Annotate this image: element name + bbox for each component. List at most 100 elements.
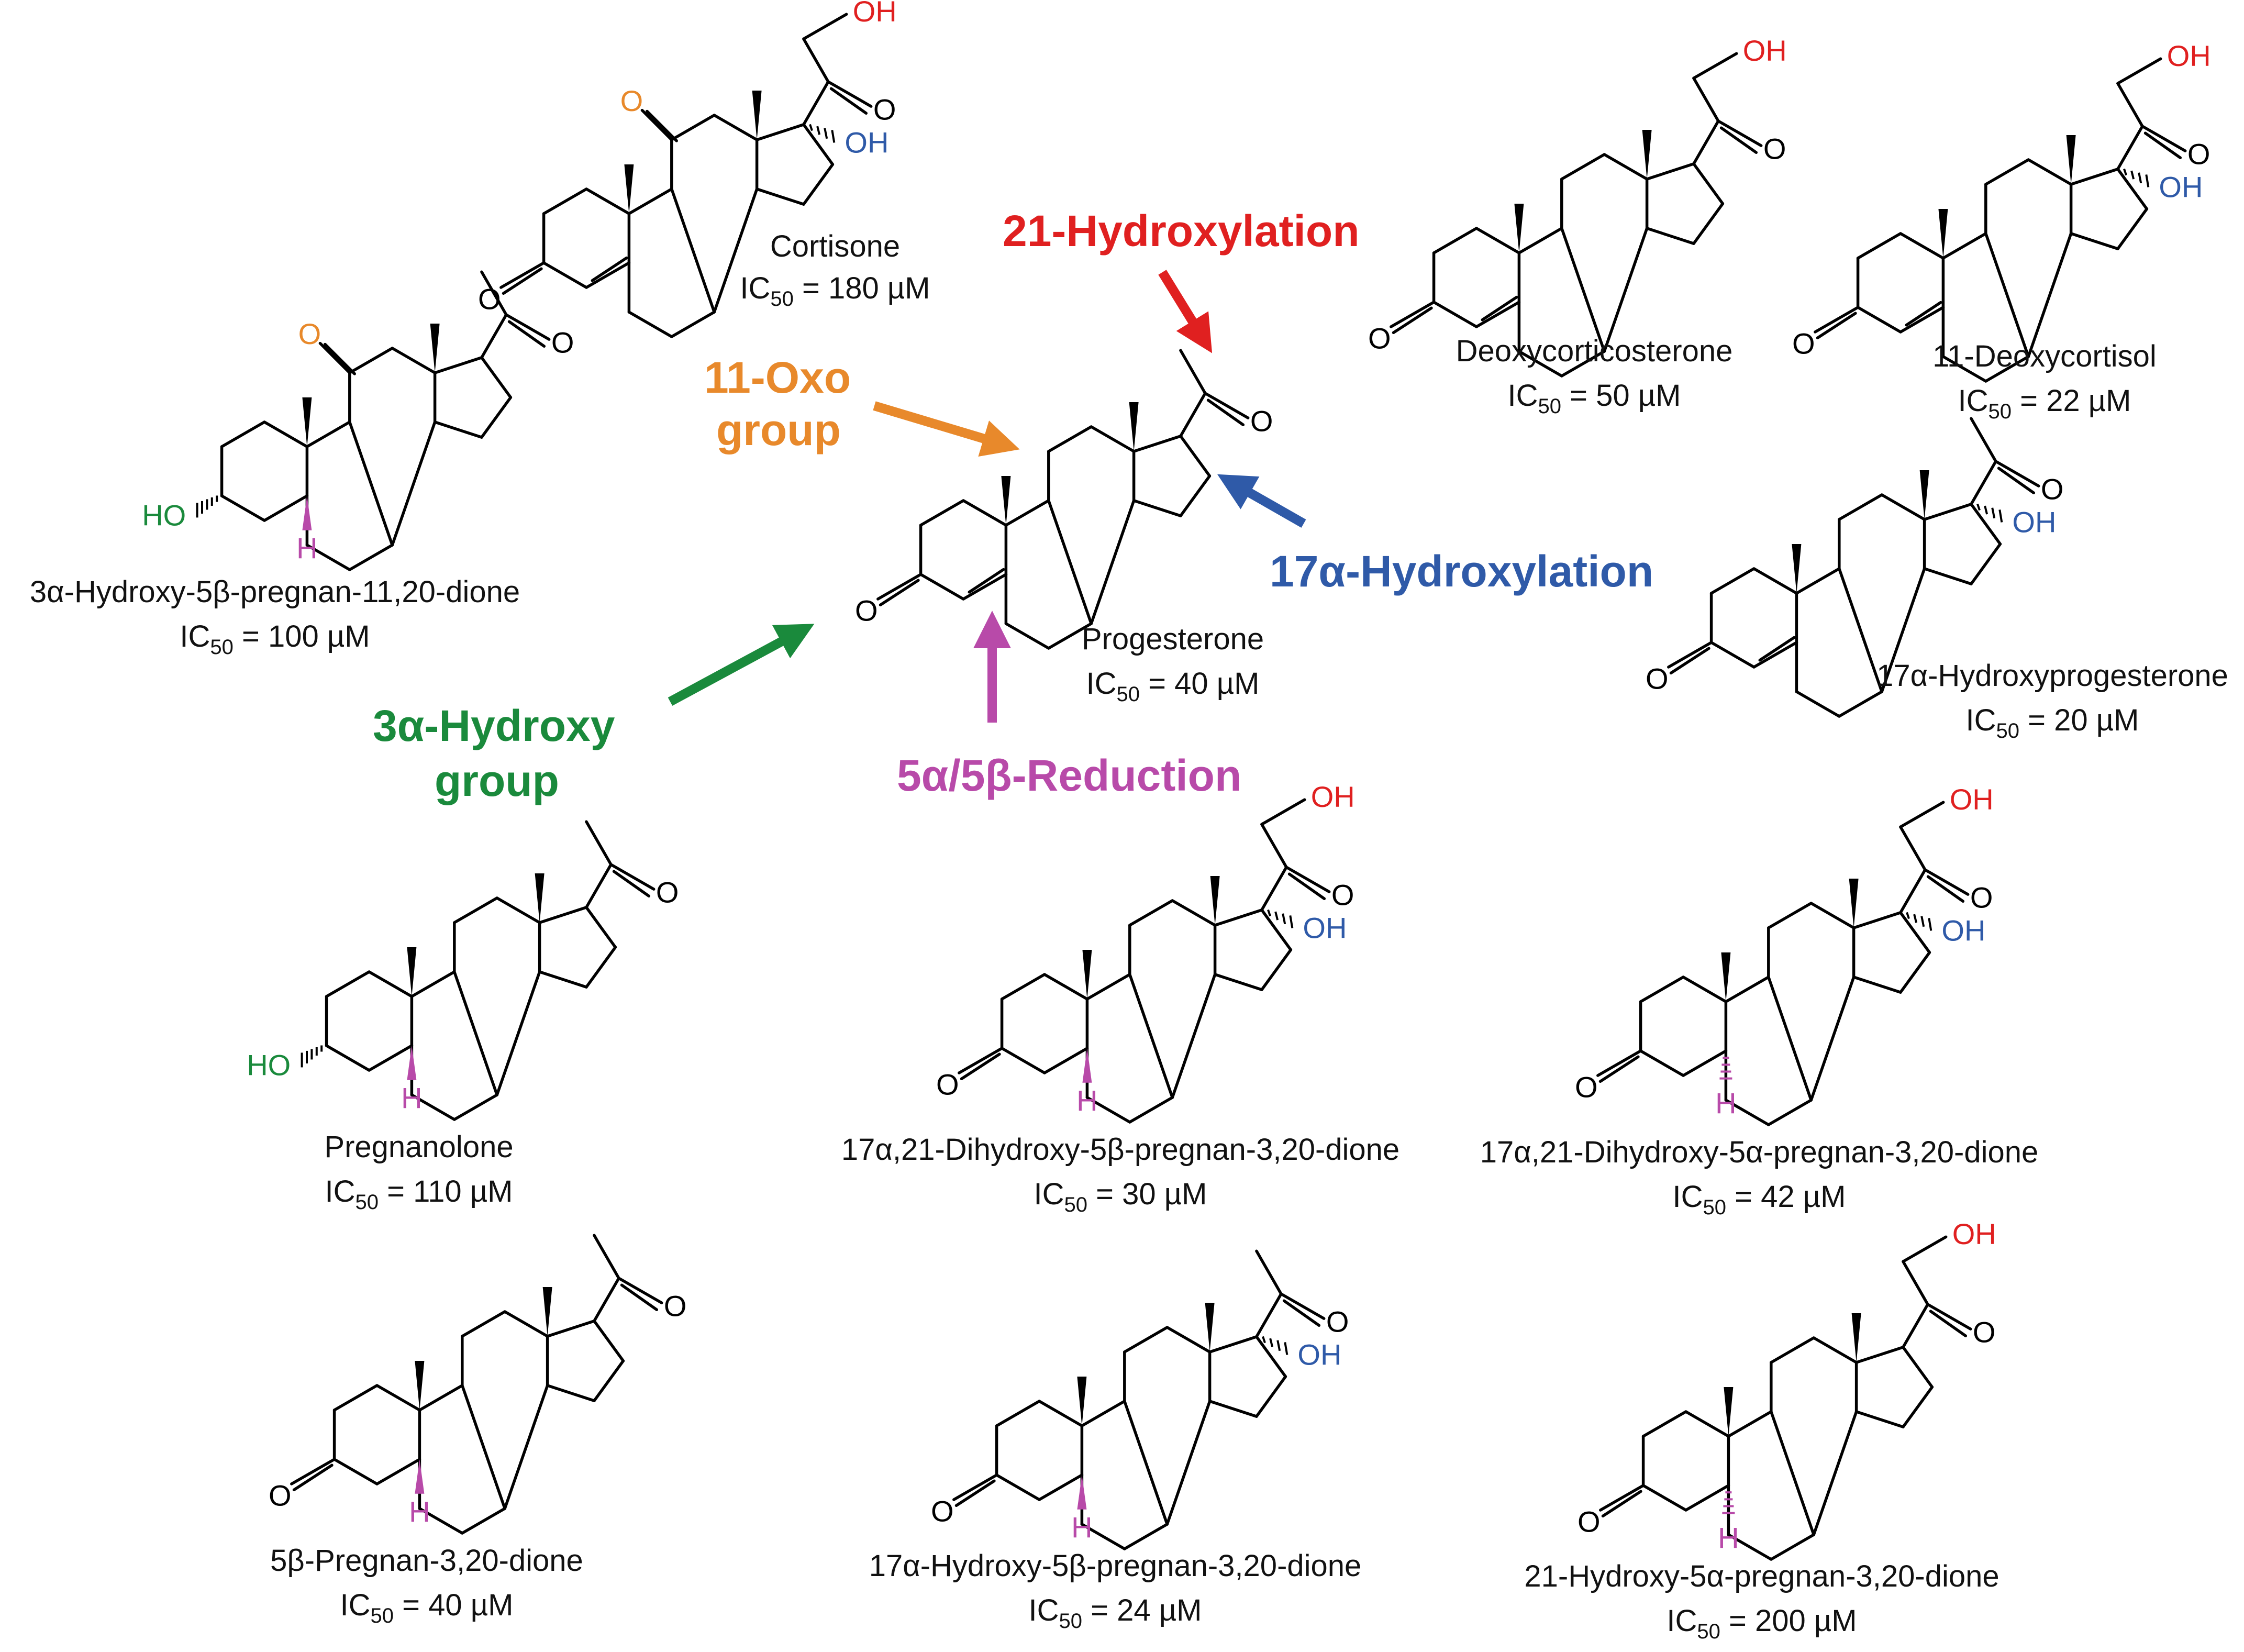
hash-bond [831,130,836,143]
bond [348,544,394,571]
bond [1475,227,1521,254]
bond [1085,1096,1131,1124]
label-11-oxo-line1: 11-Oxo [704,353,851,402]
bond [827,80,873,108]
bond [410,970,456,998]
bond [1560,153,1606,181]
methyl-wedge [752,91,762,140]
bond [461,1384,506,1510]
bond [305,544,351,571]
bond [1926,875,1965,903]
bond [503,1384,549,1510]
bond [1179,392,1207,438]
bond [368,970,414,998]
bond [1902,1346,1934,1389]
bond [1899,801,1945,829]
bond [1481,295,1518,321]
ic50-label: IC50 = 40 µM [1086,667,1260,706]
bond [1004,622,1050,650]
methyl-wedge [1077,1377,1087,1426]
bond [1902,1260,1929,1306]
label-21-hydroxylation: 21-Hydroxylation [1003,206,1360,256]
bond [1038,1473,1084,1501]
bond [1645,162,1695,181]
bond [1719,126,1758,154]
bond [1208,1335,1258,1354]
bond [1941,232,1987,260]
hash-bond [2123,168,2127,176]
label-17-hydroxylation: 17α-Hydroxylation [1270,547,1653,596]
bond [1709,567,1756,595]
hash-bond [1906,912,1910,919]
atom-label: OH [845,126,888,159]
bond [1709,641,1756,669]
bond [503,1310,549,1338]
methyl-wedge [1919,470,1929,519]
bond [1692,76,1720,123]
bond [1171,899,1217,927]
bond [1970,542,2002,585]
methyl-wedge [535,873,545,923]
bond [593,1320,625,1362]
bond [1727,1533,1773,1561]
bond [1601,1490,1642,1518]
bond [1880,493,1926,521]
bond [1645,227,1695,245]
bond [391,420,437,547]
methyl-wedge [302,397,312,447]
bond [542,187,588,215]
hash-bond [1267,909,1271,917]
bond [1260,798,1306,826]
compound-name: 17α-Hydroxyprogesterone [1876,659,2228,693]
methyl-wedge [1001,476,1011,525]
compound-name: Deoxycorticosterone [1456,334,1733,368]
bond [290,1458,336,1485]
bond [1517,227,1563,254]
bond [2141,125,2187,152]
atom-label: O [1575,1071,1598,1104]
atom-label: O [2187,138,2210,171]
bond [1165,1326,1212,1354]
atom-label: H [1718,1521,1739,1554]
bond [325,1044,371,1072]
label-3-hydroxy-line2: group [435,756,559,805]
bond [593,1359,625,1402]
bond [220,420,266,448]
bond [646,109,678,142]
bond [1852,975,1902,994]
bond [1767,1099,1813,1126]
bond [1255,1335,1287,1378]
compound-name: 21-Hydroxy-5α-pregnan-3,20-dione [1524,1559,1999,1593]
bond [620,1283,659,1311]
bond [292,1463,334,1492]
bond [585,946,617,989]
bond [1282,1299,1321,1327]
bond [433,420,483,439]
bond [1923,567,1973,585]
arrow-3-hydroxy [668,624,815,706]
bond [962,573,1008,601]
bond [2069,168,2119,186]
bond [453,1093,498,1121]
bond [1684,1484,1730,1512]
bond [1924,868,1970,896]
bond [627,311,673,338]
bond [1260,866,1288,912]
bond [375,1458,421,1485]
bond [391,347,437,374]
atom-label: O [1250,405,1273,438]
bond [1902,1385,1934,1428]
bond [1669,647,1710,675]
arrow-17-hydroxylation [1217,474,1306,528]
hash-bond [1991,507,1996,519]
bond [670,187,716,314]
bond [1997,467,2036,494]
hash-bond [1262,1336,1266,1344]
bond [1206,398,1245,426]
label-3-hydroxy-line1: 3α-Hydroxy [373,701,615,750]
bond [461,1507,506,1535]
compound-captions: Cortisone IC50 = 180 µM Deoxycorticoster… [30,229,2228,1643]
bond [1752,567,1798,595]
